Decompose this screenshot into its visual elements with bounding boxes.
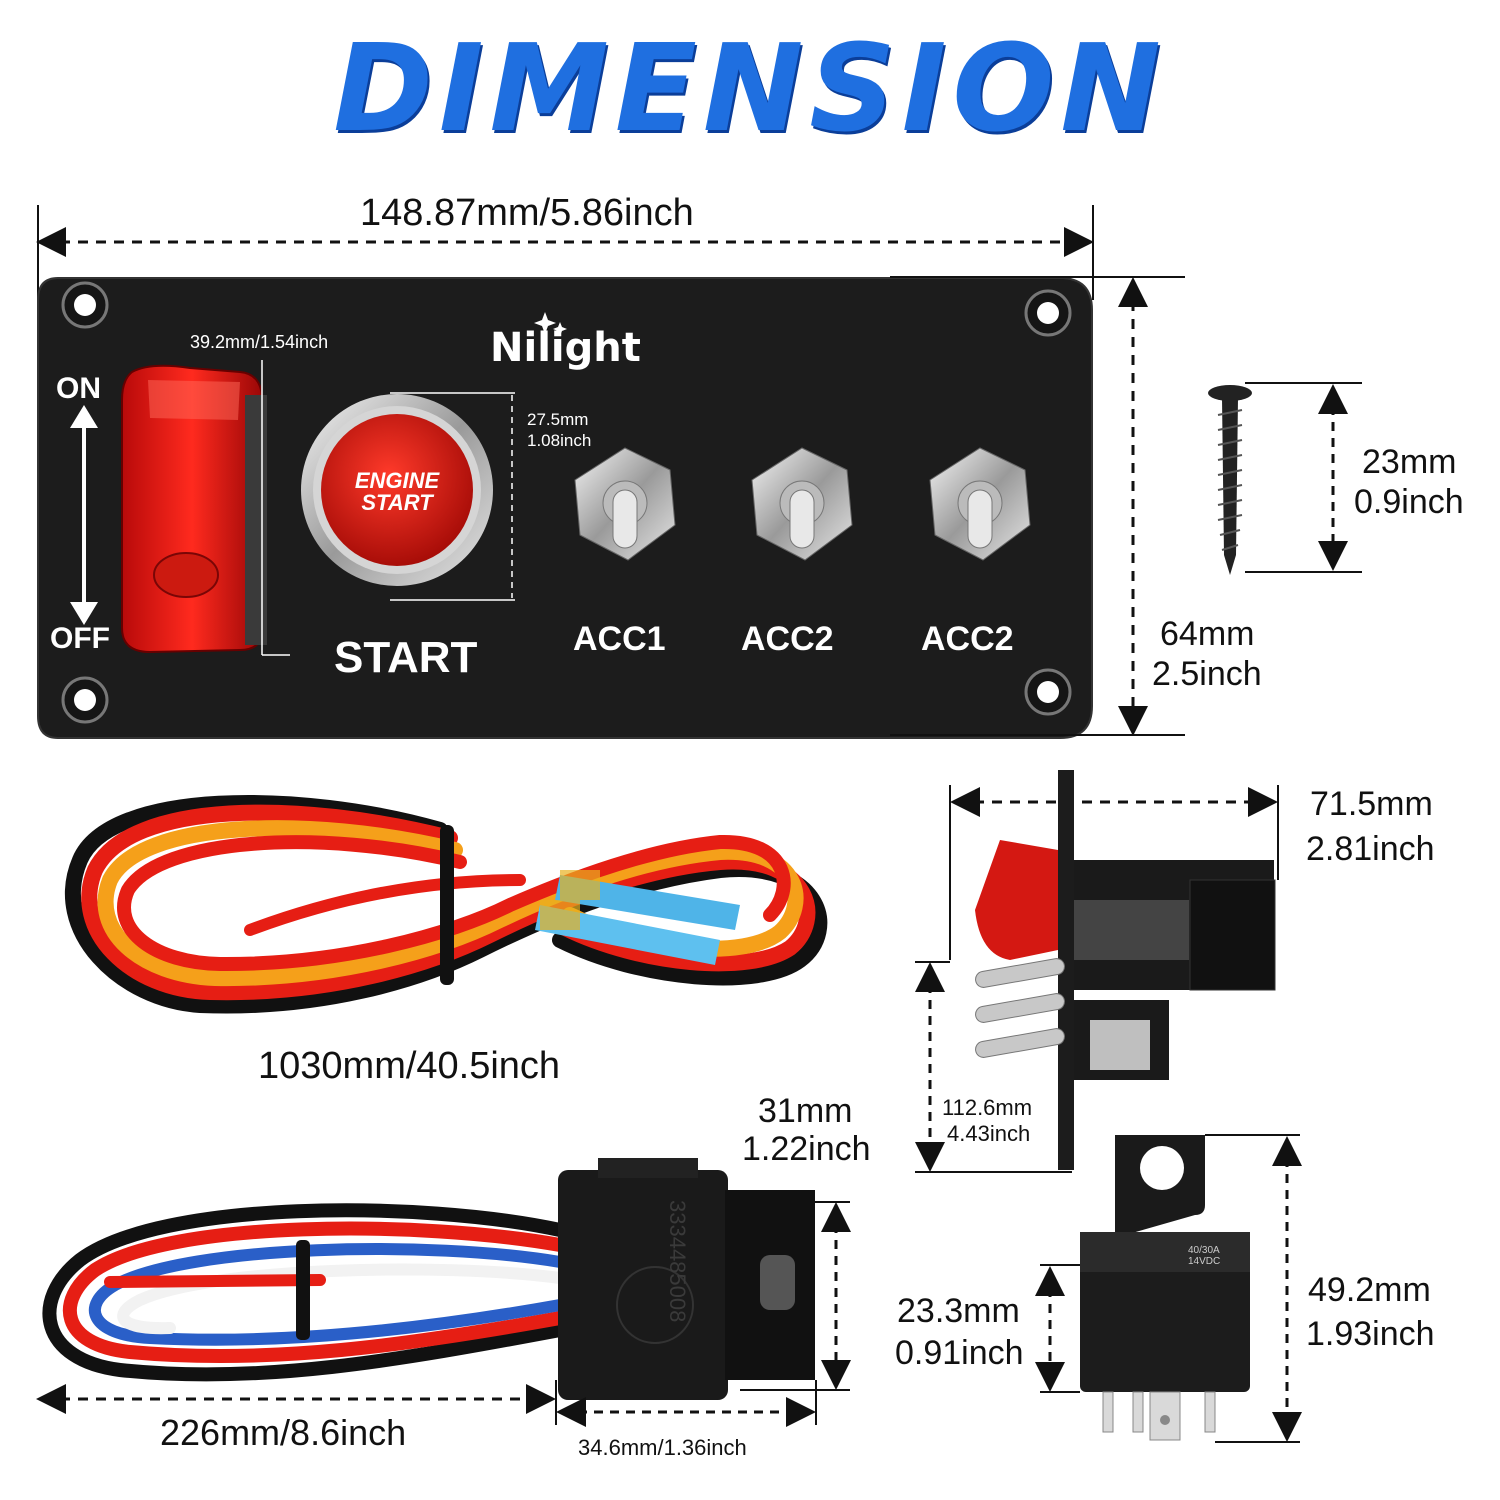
acc1-label: ACC1 xyxy=(573,620,666,658)
height-label: 64mm 2.5inch xyxy=(1152,614,1262,694)
acc2-label: ACC2 xyxy=(741,620,834,658)
height-dimension xyxy=(890,276,1185,736)
side-in: 4.43inch xyxy=(947,1121,1031,1146)
width-dimension xyxy=(36,205,1094,300)
screw-icon xyxy=(1208,382,1362,575)
button-dim-in: 1.08inch xyxy=(527,431,592,450)
wire-harness-icon xyxy=(65,794,828,1014)
engine-label-line2: START xyxy=(361,490,433,515)
on-label: ON xyxy=(56,372,101,405)
socket-height-in: 1.22inch xyxy=(742,1130,871,1168)
relay-icon xyxy=(1035,1134,1302,1443)
relay-height-label: 49.2mm 1.93inch xyxy=(1306,1268,1435,1356)
socket-cable-label: 226mm/8.6inch xyxy=(160,1412,407,1453)
button-dim-mm: 27.5mm xyxy=(527,410,589,429)
relay-rating: 40/30A 14VDC xyxy=(1188,1245,1220,1267)
height-in: 2.5inch xyxy=(1152,655,1262,693)
off-label: OFF xyxy=(50,622,110,655)
relay-rating-amps: 40/30A xyxy=(1188,1245,1220,1256)
switch-panel xyxy=(37,277,1093,739)
side-height-label: 112.6mm 4.43inch xyxy=(942,1095,1032,1147)
socket-height-label: 31mm 1.22inch xyxy=(742,1092,871,1168)
socket-code: 3334485008 xyxy=(665,1200,690,1323)
toggle-switch-icon xyxy=(574,447,676,561)
relay-socket-icon xyxy=(36,1158,851,1427)
engine-label: ENGINE START xyxy=(339,470,455,514)
depth-mm: 71.5mm xyxy=(1310,785,1433,823)
brand-logo: Nilight xyxy=(490,325,641,371)
screw-mm: 23mm xyxy=(1362,443,1457,481)
screw-label: 23mm 0.9inch xyxy=(1354,442,1464,522)
wire-length-label: 1030mm/40.5inch xyxy=(258,1045,561,1087)
safety-cover-icon xyxy=(121,364,267,654)
engine-label-line1: ENGINE xyxy=(354,468,440,493)
acc2-label: ACC2 xyxy=(921,620,1014,658)
relay-width-label: 23.3mm 0.91inch xyxy=(895,1290,1024,1374)
engine-start-button-icon xyxy=(301,394,493,586)
page-title: DIMENSION xyxy=(333,20,1167,159)
cover-dimension-label: 39.2mm/1.54inch xyxy=(190,332,329,352)
button-dimension-label: 27.5mm 1.08inch xyxy=(527,409,591,451)
relay-width-in: 0.91inch xyxy=(895,1334,1024,1372)
relay-width-mm: 23.3mm xyxy=(897,1292,1020,1330)
toggle-switch-icon xyxy=(929,447,1031,561)
side-mm: 112.6mm xyxy=(942,1095,1033,1120)
toggle-switch-icon xyxy=(751,447,853,561)
relay-height-mm: 49.2mm xyxy=(1308,1271,1431,1309)
relay-rating-voltage: 14VDC xyxy=(1188,1256,1221,1267)
screw-in: 0.9inch xyxy=(1354,483,1464,521)
height-mm: 64mm xyxy=(1160,615,1255,653)
start-label: START xyxy=(334,633,478,682)
depth-label: 71.5mm 2.81inch xyxy=(1306,782,1435,872)
socket-width-label: 34.6mm/1.36inch xyxy=(578,1435,747,1460)
mount-holes xyxy=(61,281,1072,724)
socket-height-mm: 31mm xyxy=(758,1092,853,1130)
width-label: 148.87mm/5.86inch xyxy=(360,192,694,234)
depth-in: 2.81inch xyxy=(1306,830,1435,868)
relay-height-in: 1.93inch xyxy=(1306,1315,1435,1353)
side-view-icon xyxy=(915,770,1279,1173)
